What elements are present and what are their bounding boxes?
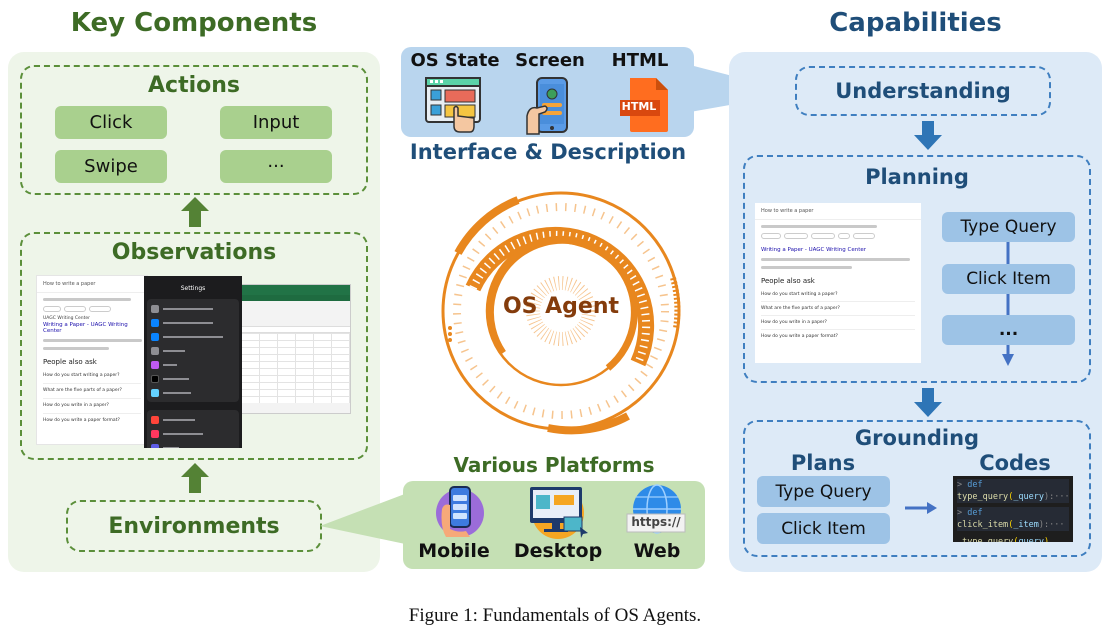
code-fold-marker: > (957, 480, 963, 490)
plan-step-more: ... (942, 315, 1075, 345)
action-input: Input (220, 106, 332, 139)
grounding-group (743, 420, 1091, 557)
settings-screenshot: Settings (144, 276, 242, 448)
planning-title: Planning (865, 165, 969, 189)
platform-mobile: Mobile (418, 540, 490, 562)
search-query: How to write a paper (755, 203, 921, 220)
down-arrow-icon (914, 121, 942, 150)
observations-title: Observations (111, 240, 277, 265)
interface-description-title: Interface & Description (409, 140, 687, 164)
code-tail: ):··· (1044, 492, 1070, 502)
observations-group: Observations (20, 232, 368, 460)
code-keyword: def (967, 508, 983, 518)
search-result-title: Writing a Paper - UAGC Writing Center (43, 322, 128, 334)
grounding-plan-type-query: Type Query (757, 476, 890, 507)
search-result-title: Writing a Paper - UAGC Writing Center (761, 247, 867, 253)
code-fold-marker: > (957, 508, 963, 518)
paa-question: What are the five parts of a paper? (43, 384, 141, 399)
desktop-icon (530, 487, 588, 539)
environments-title: Environments (108, 513, 280, 539)
code-snippet: > def type_query(_query):··· > def click… (953, 476, 1073, 542)
planning-group: Planning (743, 155, 1091, 383)
key-components-title: Key Components (70, 8, 318, 38)
right-arrow-icon (905, 502, 937, 514)
plan-step-click-item: Click Item (942, 264, 1075, 294)
platform-web: Web (633, 540, 681, 562)
paa-question: How do you write in a paper? (761, 316, 915, 330)
understanding-box: Understanding (795, 66, 1051, 116)
mobile-icon (436, 486, 484, 537)
grounding-plan-click-item: Click Item (757, 513, 890, 544)
search-query: How to write a paper (37, 276, 147, 293)
action-more: ··· (220, 150, 332, 183)
code-arg: query (1018, 537, 1045, 542)
action-click: Click (55, 106, 167, 139)
plan-step-type-query: Type Query (942, 212, 1075, 242)
grounding-title: Grounding (854, 426, 980, 450)
up-arrow-icon (181, 197, 209, 227)
os-agent-emblem (441, 191, 681, 435)
paa-question: How do you start writing a paper? (43, 369, 141, 384)
spreadsheet-screenshot (240, 284, 351, 414)
os-state-label: OS State (410, 50, 500, 71)
people-also-ask: People also ask (761, 277, 815, 285)
paa-question: How do you write in a paper? (43, 399, 141, 414)
actions-title: Actions (148, 73, 240, 98)
planning-search-screenshot: How to write a paper Writing a Paper - U… (755, 203, 921, 363)
actions-group: Actions (20, 65, 368, 195)
html-badge: HTML (621, 100, 657, 113)
code-keyword: def (967, 480, 983, 490)
html-label: HTML (611, 50, 669, 71)
web-globe-icon (626, 484, 686, 534)
settings-title: Settings (180, 285, 206, 292)
search-result-source: UAGC Writing Center (43, 316, 90, 321)
plan-flow-arrow (1002, 240, 1014, 366)
capabilities-title: Capabilities (829, 8, 1002, 38)
paa-question: How do you write a paper format? (43, 418, 120, 423)
codes-title: Codes (979, 451, 1051, 475)
plans-title: Plans (790, 451, 856, 475)
code-param: _item (1013, 520, 1039, 530)
code-function: click_item (957, 520, 1009, 530)
screen-label: Screen (515, 50, 585, 71)
various-platforms-title: Various Platforms (453, 453, 655, 477)
paa-question: How do you start writing a paper? (761, 288, 915, 302)
callout-pointer (320, 492, 410, 545)
platform-desktop: Desktop (513, 540, 603, 562)
https-badge: https:// (631, 515, 681, 529)
os-state-icon (425, 77, 481, 133)
paa-question: How do you write a paper format? (761, 334, 838, 339)
code-function: type_query (957, 492, 1009, 502)
up-arrow-icon (181, 463, 209, 493)
code-tail: ):··· (1038, 520, 1065, 530)
people-also-ask: People also ask (43, 358, 97, 366)
code-call: type_query (962, 537, 1014, 542)
environments-box: Environments (66, 500, 322, 552)
paa-question: What are the five parts of a paper? (761, 302, 915, 316)
figure-caption: Figure 1: Fundamentals of OS Agents. (408, 605, 702, 626)
os-agent-label: OS Agent (502, 294, 620, 319)
down-arrow-icon (914, 388, 942, 417)
search-screenshot: How to write a paper UAGC Writing Center… (36, 275, 148, 445)
smartphone-icon (526, 77, 568, 135)
action-swipe: Swipe (55, 150, 167, 183)
html-file-icon (620, 78, 668, 132)
code-param: _query (1013, 492, 1045, 502)
understanding-title: Understanding (835, 79, 1011, 103)
